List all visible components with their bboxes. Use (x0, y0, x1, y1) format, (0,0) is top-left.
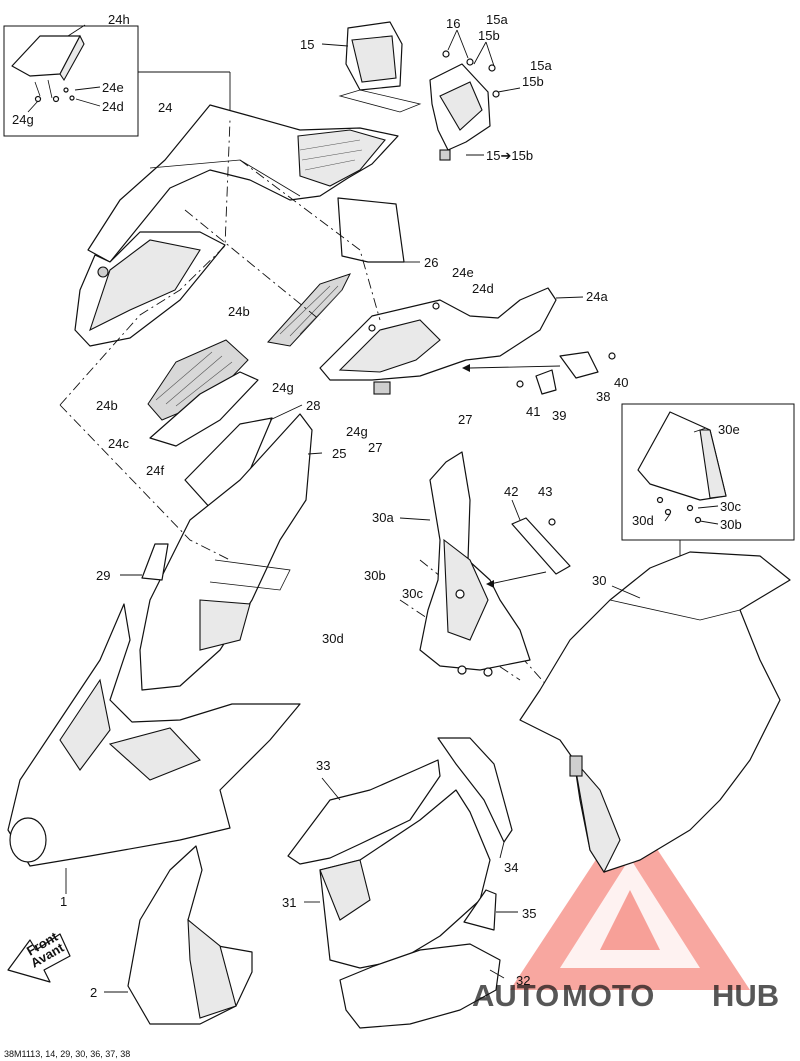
callout-30b: 30b (364, 568, 386, 583)
callout-24h: 24h (108, 12, 130, 27)
callout-30: 30 (592, 573, 606, 588)
callout-24e: 24e (102, 80, 124, 95)
watermark-triangle-core (600, 890, 660, 950)
callout-43: 43 (538, 484, 552, 499)
part-24b-upper-grille (267, 273, 351, 347)
watermark-logo (510, 808, 750, 990)
footer-drawing-code: 38M1113, 14, 29, 30, 36, 37, 38 (4, 1049, 130, 1059)
callout-42: 42 (504, 484, 518, 499)
watermark-triangle-inner (560, 858, 700, 968)
part-34-strip (437, 737, 513, 859)
part-25-side-panel (139, 404, 323, 691)
callout-27-left: 27 (368, 440, 382, 455)
part-30-side-panel (519, 551, 791, 874)
callout-31: 31 (282, 895, 296, 910)
front-direction-arrow: Front Avant (7, 929, 71, 983)
watermark-hub: HUB (712, 978, 779, 1013)
callout-24e-mid: 24e (452, 265, 474, 280)
callout-15a-top: 15a (486, 12, 508, 27)
callout-28: 28 (306, 398, 320, 413)
callout-15b-right: 15b (522, 74, 544, 89)
callout-labels: 24h 24e 24d 24g 24 15 16 15a 15b 15a 15b… (12, 12, 742, 1000)
part-42-bracket (486, 499, 571, 588)
part-35-insert (463, 889, 518, 931)
callout-26: 26 (424, 255, 438, 270)
callout-30c: 30c (402, 586, 423, 601)
callout-24g-low: 24g (346, 424, 368, 439)
callout-24c: 24c (108, 436, 129, 451)
part-24a-side-bracket (319, 287, 584, 395)
part-2-lower-nose (104, 845, 253, 1025)
callout-32: 32 (516, 973, 530, 988)
part-33-panel (287, 759, 441, 865)
part-15-headlight (321, 21, 521, 161)
callout-29: 29 (96, 568, 110, 583)
part-24-upper-panel (74, 104, 399, 347)
callout-34: 34 (504, 860, 518, 875)
callout-15b-top: 15b (478, 28, 500, 43)
inset-box-30e (621, 403, 795, 606)
part-26-panel (337, 197, 420, 263)
callout-38: 38 (596, 389, 610, 404)
callout-24d-mid: 24d (472, 281, 494, 296)
callout-15: 15 (300, 37, 314, 52)
callout-24d: 24d (102, 99, 124, 114)
callout-30b-inset: 30b (720, 517, 742, 532)
part-32-panel (339, 943, 505, 1029)
part-24b-lower-grille (147, 339, 259, 447)
callout-30d-inset: 30d (632, 513, 654, 528)
callout-24b-upper: 24b (228, 304, 250, 319)
part-30a-inner-frame (399, 451, 531, 677)
callout-25: 25 (332, 446, 346, 461)
part-1-nose-cone (7, 603, 301, 894)
callout-24g: 24g (12, 112, 34, 127)
callout-35: 35 (522, 906, 536, 921)
part-29-small-insert (120, 543, 169, 581)
callout-1: 1 (60, 894, 67, 909)
callout-15-to-15b: 15➔15b (486, 148, 533, 163)
callout-16: 16 (446, 16, 460, 31)
callout-33: 33 (316, 758, 330, 773)
callout-24g-mid: 24g (272, 380, 294, 395)
part-38-connector (462, 351, 616, 395)
callout-30e: 30e (718, 422, 740, 437)
watermark-text: AUTO MOTO HUB (472, 978, 779, 1013)
callout-24a: 24a (586, 289, 608, 304)
watermark-moto: MOTO (562, 978, 654, 1013)
callout-30c-inset: 30c (720, 499, 741, 514)
callout-24b-lower: 24b (96, 398, 118, 413)
callout-40: 40 (614, 375, 628, 390)
callout-30a: 30a (372, 510, 394, 525)
callout-27-right: 27 (458, 412, 472, 427)
callout-24: 24 (158, 100, 172, 115)
callout-41: 41 (526, 404, 540, 419)
part-31-panel (304, 789, 491, 969)
callout-15a-right: 15a (530, 58, 552, 73)
callout-2: 2 (90, 985, 97, 1000)
callout-30d: 30d (322, 631, 344, 646)
callout-39: 39 (552, 408, 566, 423)
watermark-auto: AUTO (472, 978, 559, 1013)
callout-24f: 24f (146, 463, 164, 478)
